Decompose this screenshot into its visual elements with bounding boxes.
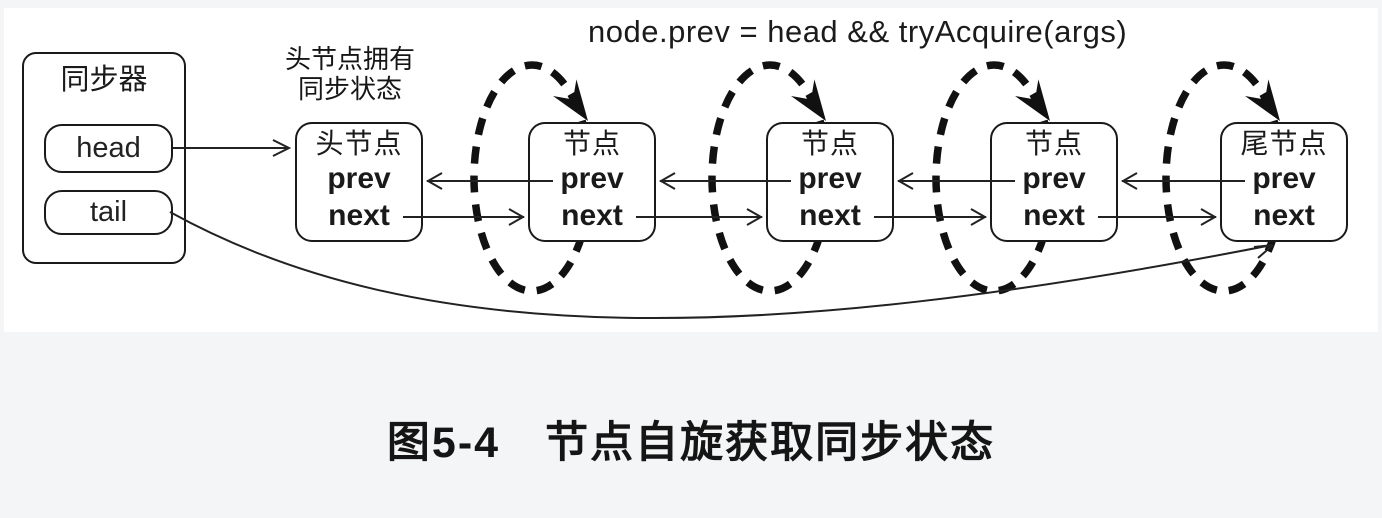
formula-text: node.prev = head && tryAcquire(args) bbox=[588, 14, 1128, 49]
diagram-panel bbox=[4, 8, 1378, 332]
node-next-label: next bbox=[328, 199, 390, 232]
node-prev-label: prev bbox=[560, 162, 624, 195]
node-prev-label: prev bbox=[798, 162, 862, 195]
synchronizer-box: 同步器 head tail bbox=[22, 52, 186, 264]
node-prev-label: prev bbox=[1252, 162, 1316, 195]
node-box-2: 节点 prev next bbox=[766, 122, 894, 242]
node-title: 节点 bbox=[1024, 128, 1083, 159]
node-title: 尾节点 bbox=[1240, 128, 1328, 159]
figure-caption: 图5-4 节点自旋获取同步状态 bbox=[386, 419, 996, 467]
annotation-line-1: 头节点拥有 bbox=[284, 44, 415, 74]
node-title: 头节点 bbox=[315, 128, 403, 159]
tail-field: tail bbox=[44, 190, 173, 235]
node-title: 节点 bbox=[562, 128, 621, 159]
node-box-tail: 尾节点 prev next bbox=[1220, 122, 1348, 242]
node-box-head: 头节点 prev next bbox=[295, 122, 423, 242]
node-next-label: next bbox=[799, 199, 861, 232]
node-next-label: next bbox=[561, 199, 623, 232]
node-prev-label: prev bbox=[1022, 162, 1086, 195]
head-field: head bbox=[44, 124, 173, 173]
node-title: 节点 bbox=[800, 128, 859, 159]
annotation-line-2: 同步状态 bbox=[297, 74, 402, 104]
node-prev-label: prev bbox=[327, 162, 391, 195]
node-box-3: 节点 prev next bbox=[990, 122, 1118, 242]
node-next-label: next bbox=[1023, 199, 1085, 232]
synchronizer-title: 同步器 bbox=[60, 64, 148, 96]
node-box-1: 节点 prev next bbox=[528, 122, 656, 242]
node-next-label: next bbox=[1253, 199, 1315, 232]
head-node-annotation: 头节点拥有 同步状态 bbox=[266, 44, 434, 104]
